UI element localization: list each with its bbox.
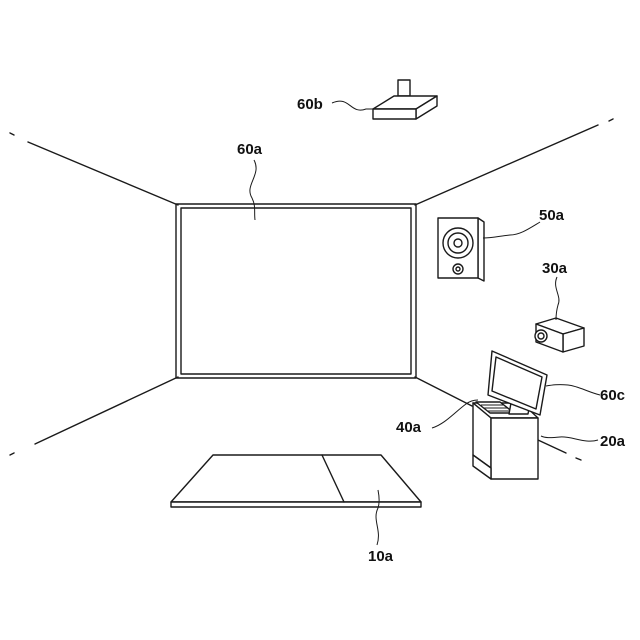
speaker	[438, 218, 484, 281]
ceiling-projector	[373, 80, 437, 119]
label-30a: 30a	[542, 260, 568, 277]
label-50a: 50a	[539, 207, 565, 224]
floor-mat	[171, 455, 421, 507]
label-10a: 10a	[368, 548, 394, 565]
side-projector	[535, 318, 584, 352]
label-60a: 60a	[237, 141, 263, 158]
label-60b: 60b	[297, 96, 323, 113]
main-screen	[176, 204, 416, 378]
label-60c: 60c	[600, 387, 625, 404]
label-20a: 20a	[600, 433, 626, 450]
label-40a: 40a	[396, 419, 422, 436]
